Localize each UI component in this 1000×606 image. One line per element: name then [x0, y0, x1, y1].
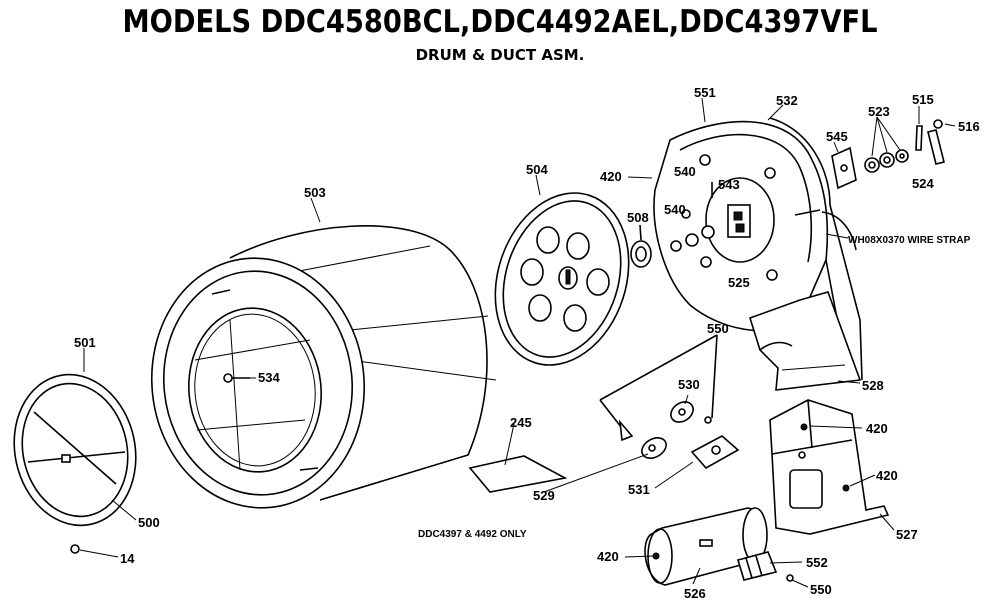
screw-14: [70, 544, 80, 554]
label-ddc-note: DDC4397 & 4492 ONLY: [418, 529, 527, 540]
label-534: 534: [258, 370, 280, 385]
bracket-531: [690, 435, 740, 470]
label-515: 515: [912, 92, 934, 107]
label-540-a: 540: [674, 164, 696, 179]
part-552: [736, 551, 778, 581]
drum-rear-504: [494, 192, 630, 366]
label-552: 552: [806, 555, 828, 570]
label-550-bottom: 550: [810, 582, 832, 597]
duct-528: [749, 291, 862, 391]
label-420-right-a: 420: [866, 421, 888, 436]
blower-housing-551: [653, 120, 829, 332]
plate-245: [468, 455, 568, 493]
label-503: 503: [304, 185, 326, 200]
label-420-bottom: 420: [597, 549, 619, 564]
label-545: 545: [826, 129, 848, 144]
label-550-top: 550: [707, 321, 729, 336]
part-524: [927, 119, 945, 165]
bearing-508: [630, 224, 652, 268]
label-508: 508: [627, 210, 649, 225]
label-420-right-b: 420: [876, 468, 898, 483]
heater-526: [644, 507, 768, 586]
thermostat-529: [641, 437, 667, 459]
screw-550-bottom: [786, 574, 794, 582]
label-530: 530: [678, 377, 700, 392]
label-516: 516: [958, 119, 980, 134]
bracket-527: [769, 399, 890, 535]
thermostat-530: [670, 401, 694, 423]
label-525: 525: [728, 275, 750, 290]
drum-503: [150, 225, 519, 509]
screws-550-arrows: [599, 334, 718, 442]
clip-515: [915, 125, 923, 151]
label-551: 551: [694, 85, 716, 100]
label-540-b: 540: [664, 202, 686, 217]
label-420-top: 420: [600, 169, 622, 184]
page-subtitle: DRUM & DUCT ASM.: [415, 46, 585, 64]
bracket-545: [831, 146, 857, 190]
panel-501: [13, 373, 137, 527]
label-523: 523: [868, 104, 890, 119]
page-title: MODELS DDC4580BCL,DDC4492AEL,DDC4397VFL: [122, 4, 878, 40]
screw-550-top: [704, 416, 712, 424]
part-labels: 503 504 420 551 532 545 523 515 516 524 …: [74, 85, 980, 601]
label-245: 245: [510, 415, 532, 430]
label-500: 500: [138, 515, 160, 530]
label-528: 528: [862, 378, 884, 393]
label-532: 532: [776, 93, 798, 108]
label-529: 529: [533, 488, 555, 503]
leader-lines: [79, 97, 956, 588]
label-501: 501: [74, 335, 96, 350]
washers-523: [864, 149, 909, 173]
label-526: 526: [684, 586, 706, 601]
label-543: 543: [718, 177, 740, 192]
label-14: 14: [120, 551, 135, 566]
label-524: 524: [912, 176, 934, 191]
label-wire-strap: WH08X0370 WIRE STRAP: [848, 235, 971, 246]
label-527: 527: [896, 527, 918, 542]
label-531: 531: [628, 482, 650, 497]
label-504: 504: [526, 162, 548, 177]
